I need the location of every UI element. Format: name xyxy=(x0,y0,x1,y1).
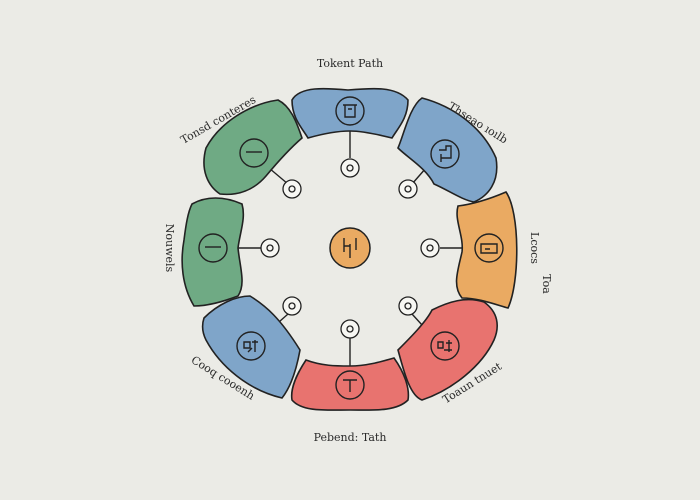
node-bottom-left-icon xyxy=(282,296,302,316)
node-bottom-right-icon xyxy=(398,296,418,316)
segment-icons xyxy=(198,96,504,400)
segment-top xyxy=(291,87,409,139)
dash-icon xyxy=(239,138,269,168)
node-top-left-icon xyxy=(282,179,302,199)
center-hub xyxy=(329,227,371,269)
inner-nodes xyxy=(260,158,440,339)
node-top-icon xyxy=(340,158,360,178)
minus-icon xyxy=(198,233,228,263)
node-left-icon xyxy=(260,238,280,258)
segment-bottom-left xyxy=(201,295,301,399)
segment-right xyxy=(455,191,518,309)
ring-segments xyxy=(181,87,518,411)
hub-glyph-icon xyxy=(343,238,357,258)
connector-top-left xyxy=(268,167,289,185)
label-left: Nouwels xyxy=(163,224,176,273)
label-right-2: Toa xyxy=(540,274,553,294)
display-icon xyxy=(474,233,504,263)
segment-left xyxy=(181,197,245,307)
segment-top-right xyxy=(397,97,498,203)
node-bottom-icon xyxy=(340,319,360,339)
label-top: Tokent Path xyxy=(317,57,383,70)
node-right-icon xyxy=(420,238,440,258)
text-t-icon xyxy=(335,370,365,400)
label-bottom: Pebend: Tath xyxy=(314,431,387,444)
segment-top-left xyxy=(203,99,303,196)
label-right-1: Lcocs xyxy=(528,232,541,264)
database-icon xyxy=(335,96,365,126)
node-top-right-icon xyxy=(398,179,418,199)
transform-icon xyxy=(430,139,460,169)
split-icon xyxy=(236,331,266,361)
network-icon xyxy=(430,331,460,361)
